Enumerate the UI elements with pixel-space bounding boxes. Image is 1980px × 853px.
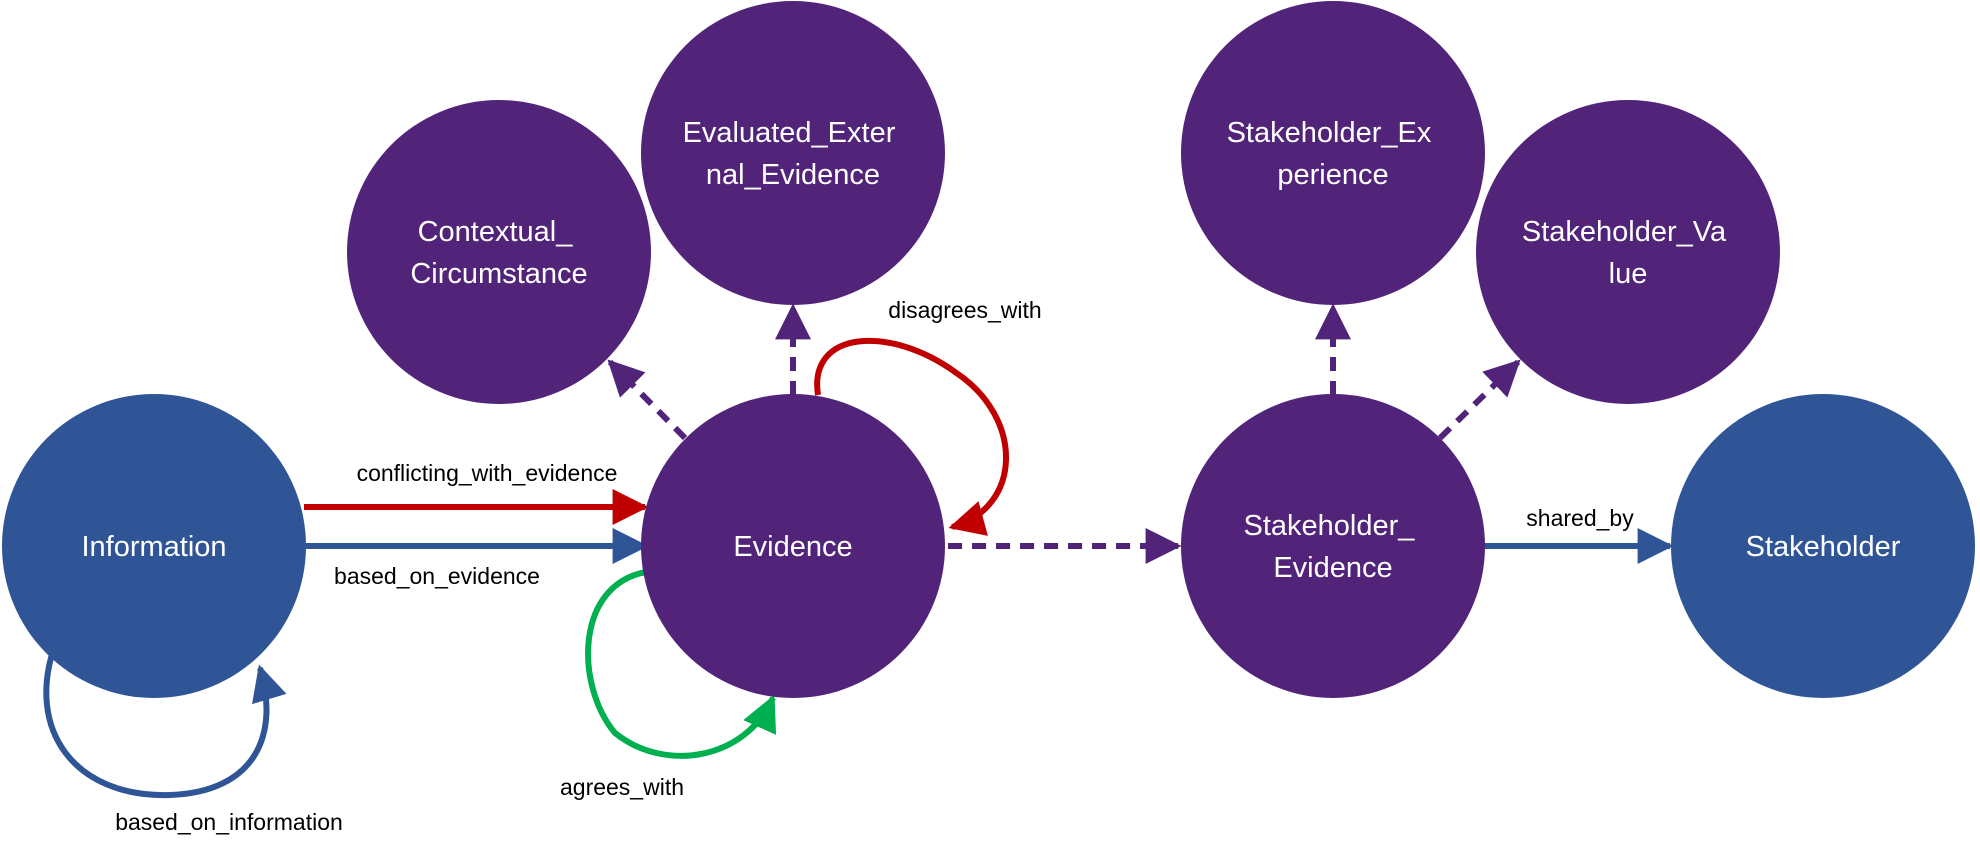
node-evidence-label: Evidence (733, 531, 852, 563)
node-stakeholder-evidence: Stakeholder_ Evidence (1181, 394, 1485, 698)
svg-text:Stakeholder: Stakeholder (1746, 531, 1901, 563)
svg-text:Evidence: Evidence (733, 531, 852, 563)
node-evaluated-external-evidence-label-line2: nal_Evidence (706, 159, 880, 191)
node-stakeholder-value: Stakeholder_Va lue (1476, 100, 1780, 404)
edge-based-on-information (43, 644, 287, 799)
node-evaluated-external-evidence: Evaluated_Exter nal_Evidence (641, 1, 945, 305)
node-stakeholder-experience-label-line2: perience (1277, 159, 1388, 191)
node-stakeholder-value-label-line2: lue (1609, 258, 1648, 290)
node-stakeholder-experience-label-line1: Stakeholder_Ex (1227, 117, 1432, 149)
edge-evidence-to-contextual-circumstance (607, 359, 688, 441)
edge-label-based-on-evidence: based_on_evidence (334, 563, 540, 589)
svg-text:Contextual_ Circumstance: Contextual_ Circumstance (410, 216, 587, 290)
node-contextual-circumstance-label-line2: Circumstance (410, 258, 587, 290)
edge-label-agrees-with: agrees_with (560, 774, 684, 800)
edge-stakeholder-evidence-to-stakeholder-value (1437, 359, 1521, 441)
node-contextual-circumstance: Contextual_ Circumstance (347, 100, 651, 404)
node-stakeholder-experience: Stakeholder_Ex perience (1181, 1, 1485, 305)
node-stakeholder-label: Stakeholder (1746, 531, 1901, 563)
svg-text:Stakeholder_Ex perience: Stakeholder_Ex perience (1227, 117, 1440, 191)
svg-text:Information: Information (81, 531, 226, 563)
node-stakeholder-value-label-line1: Stakeholder_Va (1522, 216, 1727, 248)
edge-disagrees-with (814, 337, 1009, 536)
node-evidence: Evidence (641, 394, 945, 698)
edge-label-based-on-information: based_on_information (115, 809, 343, 835)
node-information: Information (2, 394, 306, 698)
svg-text:Stakeholder_ Evidence: Stakeholder_ Evidence (1244, 510, 1423, 584)
node-stakeholder: Stakeholder (1671, 394, 1975, 698)
svg-text:Evaluated_Exter nal_Evid: Evaluated_Exter nal_Evidence (683, 117, 904, 191)
node-evaluated-external-evidence-label-line1: Evaluated_Exter (683, 117, 896, 149)
node-information-label: Information (81, 531, 226, 563)
edge-label-conflicting-with-evidence: conflicting_with_evidence (357, 460, 618, 486)
svg-text:Stakeholder_Va lue: Stakeholder_Va lue (1522, 216, 1734, 290)
edge-label-disagrees-with: disagrees_with (888, 297, 1041, 323)
node-stakeholder-evidence-label-line1: Stakeholder_ (1244, 510, 1416, 542)
edge-agrees-with (585, 569, 777, 759)
node-contextual-circumstance-label-line1: Contextual_ (418, 216, 574, 248)
node-stakeholder-evidence-label-line2: Evidence (1273, 552, 1392, 584)
edge-label-shared-by: shared_by (1526, 505, 1634, 531)
